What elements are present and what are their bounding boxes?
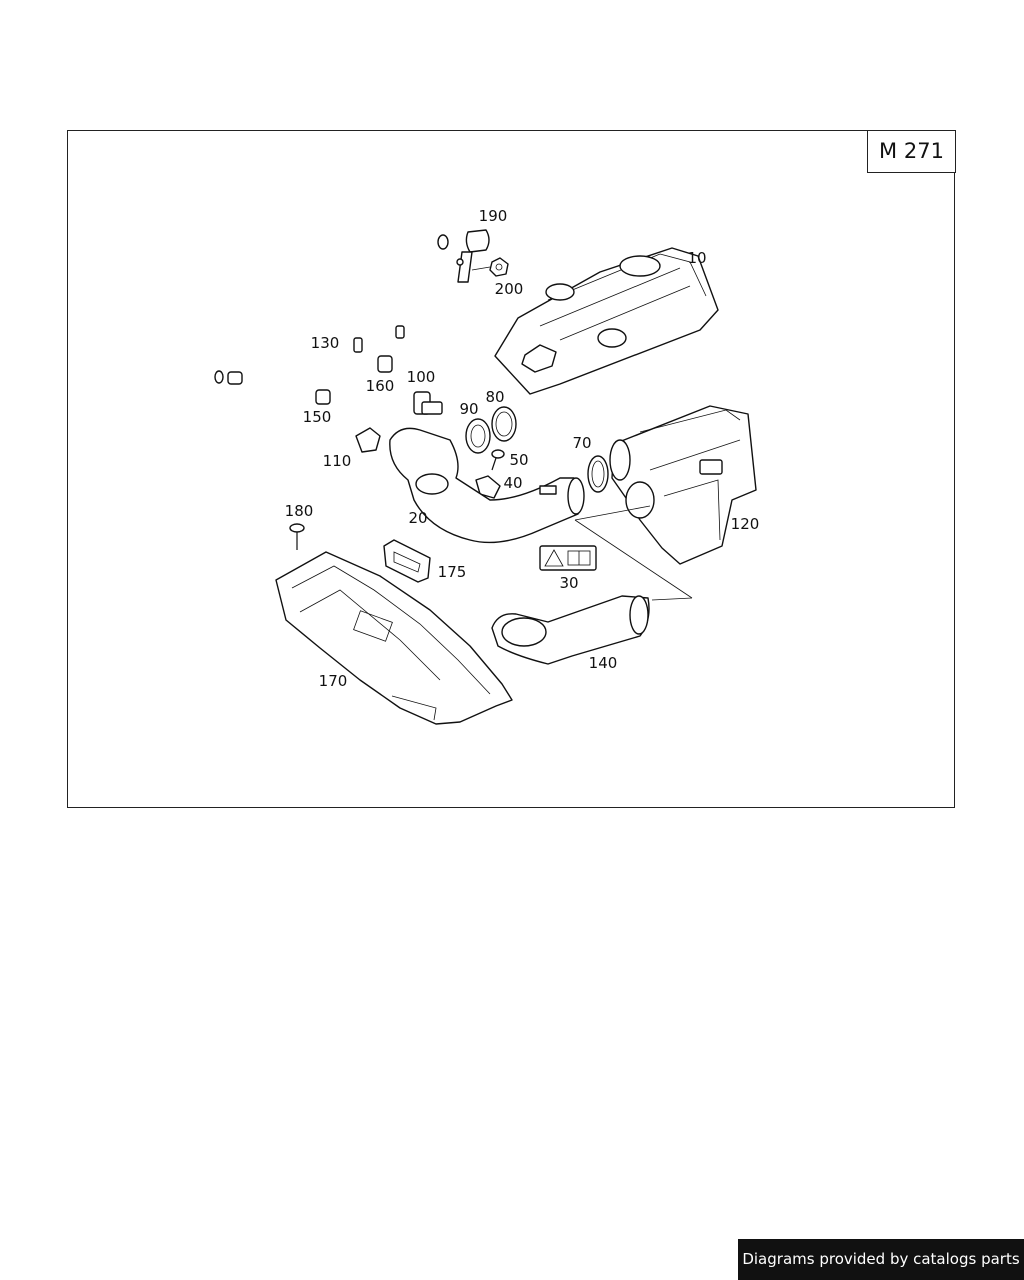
callout-20[interactable]: 20 [408,509,428,527]
callout-120[interactable]: 120 [730,515,760,533]
part-110-connector[interactable] [355,427,381,453]
part-20-intake-pipe[interactable] [389,427,585,544]
part-80-seal-ring[interactable] [491,406,517,442]
callout-10[interactable]: 10 [687,249,707,267]
part-175-seal-frame[interactable] [383,539,431,583]
callout-110[interactable]: 110 [322,452,352,470]
callout-170[interactable]: 170 [318,672,348,690]
part-160-hose-piece[interactable] [377,355,393,373]
part-50-screw[interactable] [491,449,505,471]
callout-50[interactable]: 50 [509,451,529,469]
part-10-engine-cover[interactable] [494,247,719,395]
callout-70[interactable]: 70 [572,434,592,452]
callout-175[interactable]: 175 [437,563,467,581]
part-70-clamp[interactable] [587,455,609,493]
part-200-nut[interactable] [471,257,509,277]
part-40-clip[interactable] [475,475,501,499]
diagram-frame [67,130,955,808]
footer-credit: Diagrams provided by catalogs parts [738,1239,1024,1280]
callout-130[interactable]: 130 [310,334,340,352]
callout-160[interactable]: 160 [365,377,395,395]
callout-140[interactable]: 140 [588,654,618,672]
leader-lines [574,505,693,601]
callout-200[interactable]: 200 [494,280,524,298]
engine-code-label: M 271 [867,130,956,173]
part-120-air-filter-housing[interactable] [609,405,757,565]
callout-190[interactable]: 190 [478,207,508,225]
callout-90[interactable]: 90 [459,400,479,418]
callout-180[interactable]: 180 [284,502,314,520]
part-150-hose-piece[interactable] [315,389,331,405]
part-180-screw[interactable] [289,523,305,550]
callout-80[interactable]: 80 [485,388,505,406]
callout-150[interactable]: 150 [302,408,332,426]
part-140-air-duct[interactable] [491,595,650,665]
part-90-sleeve[interactable] [465,418,491,454]
part-130-hose[interactable] [214,234,449,389]
callout-30[interactable]: 30 [559,574,579,592]
part-190-bracket[interactable] [456,229,490,283]
callout-100[interactable]: 100 [406,368,436,386]
part-170-air-guide[interactable] [275,551,513,725]
callout-40[interactable]: 40 [503,474,523,492]
part-30-warning-label[interactable] [539,545,597,571]
part-100-sensor[interactable] [413,391,443,415]
